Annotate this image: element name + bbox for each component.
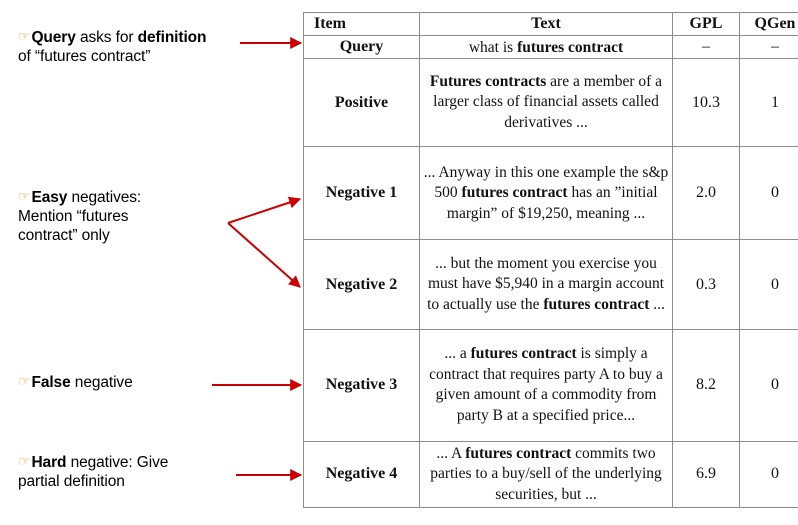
pointing-right-hand-icon: ☞ <box>18 28 31 44</box>
column-header-gpl: GPL <box>672 12 740 36</box>
cell-gpl-score: – <box>672 34 740 60</box>
annotation-false-negative: ☞False negative <box>18 373 248 392</box>
cell-item: Negative 1 <box>303 146 420 241</box>
table-row: Negative 2... but the moment you exercis… <box>303 239 798 330</box>
cell-qgen-score: – <box>739 34 798 60</box>
cell-gpl-score: 10.3 <box>672 58 740 148</box>
annotation-line: Query asks for definition <box>31 29 207 46</box>
cell-item: Negative 4 <box>303 440 420 509</box>
annotation-hard-negative: ☞Hard negative: Give partial definition <box>18 453 268 491</box>
cell-text: ... but the moment you exercise you must… <box>419 239 673 330</box>
table-row: Negative 1... Anyway in this one example… <box>303 146 798 241</box>
annotation-line: partial definition <box>18 473 125 490</box>
cell-item: Query <box>303 34 420 60</box>
arrow-to-negative2-row <box>227 222 301 288</box>
pointing-right-hand-icon: ☞ <box>18 188 31 204</box>
cell-item: Negative 2 <box>303 239 420 330</box>
pointing-right-hand-icon: ☞ <box>18 453 31 469</box>
column-header-text: Text <box>419 12 673 36</box>
column-header-item: Item <box>303 12 420 36</box>
cell-item: Negative 3 <box>303 328 420 442</box>
annotation-line: Mention “futures <box>18 208 129 225</box>
cell-text: ... a futures contract is simply a contr… <box>419 328 673 442</box>
annotation-line: Hard negative: Give <box>31 454 169 471</box>
cell-gpl-score: 2.0 <box>672 146 740 241</box>
pointing-right-hand-icon: ☞ <box>18 373 31 389</box>
annotation-line: False negative <box>31 374 133 391</box>
annotation-easy-negatives: ☞Easy negatives: Mention “futures contract… <box>18 188 198 245</box>
cell-qgen-score: 1 <box>739 58 798 148</box>
cell-text: Futures contracts are a member of a larg… <box>419 58 673 148</box>
annotation-line: Easy negatives: <box>31 189 142 206</box>
cell-text: ... A futures contract commits two parti… <box>419 440 673 509</box>
annotation-line: contract” only <box>18 227 110 244</box>
arrow-to-negative1-row <box>227 196 302 224</box>
table-row: Negative 3... a futures contract is simp… <box>303 328 798 442</box>
annotation-line: of “futures contract” <box>18 48 151 65</box>
cell-gpl-score: 0.3 <box>672 239 740 330</box>
cell-qgen-score: 0 <box>739 328 798 442</box>
table-header-row: Item Text GPL QGen <box>303 12 798 36</box>
cell-item: Positive <box>303 58 420 148</box>
table-row: Negative 4... A futures contract commits… <box>303 440 798 509</box>
cell-qgen-score: 0 <box>739 239 798 330</box>
cell-text: ... Anyway in this one example the s&p 5… <box>419 146 673 241</box>
column-header-qgen: QGen <box>739 12 798 36</box>
annotation-query: ☞Query asks for definition of “futures co… <box>18 28 280 66</box>
cell-text: what is futures contract <box>419 34 673 60</box>
cell-gpl-score: 8.2 <box>672 328 740 442</box>
cell-gpl-score: 6.9 <box>672 440 740 509</box>
cell-qgen-score: 0 <box>739 146 798 241</box>
cell-qgen-score: 0 <box>739 440 798 509</box>
